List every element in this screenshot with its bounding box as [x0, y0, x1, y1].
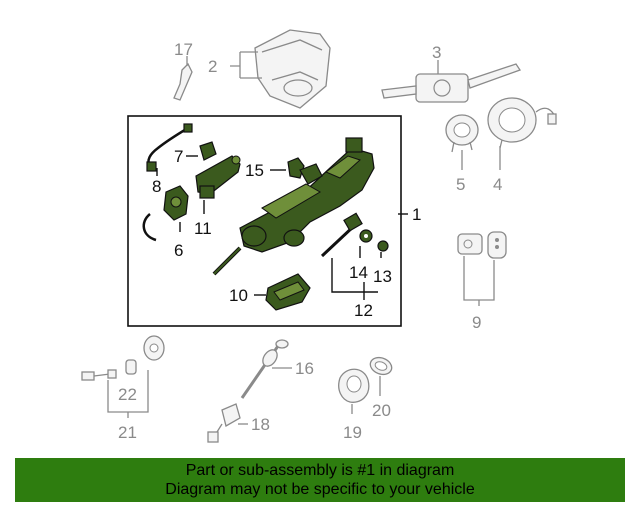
callout-3: 3 [432, 43, 441, 62]
part-20-ring[interactable] [368, 355, 394, 378]
part-6-lock-housing[interactable] [142, 185, 189, 242]
callout-10: 10 [229, 286, 248, 305]
part-12-shaft[interactable] [320, 212, 363, 258]
part-9-key-set[interactable] [457, 231, 507, 259]
callout-18: 18 [251, 415, 270, 434]
callout-2: 2 [208, 57, 217, 76]
part-8-harness[interactable] [146, 123, 193, 172]
callout-7: 7 [174, 147, 183, 166]
callout-8: 8 [152, 177, 161, 196]
callout-11: 11 [194, 219, 212, 238]
callout-17: 17 [174, 40, 193, 59]
callout-12: 12 [354, 301, 373, 320]
part-21-lock-cylinder[interactable] [143, 335, 165, 361]
part-1-steering-column[interactable] [212, 137, 375, 276]
callout-16: 16 [295, 359, 314, 378]
part-4-spiral-cable[interactable] [487, 97, 557, 149]
part-5-clock-spring[interactable] [445, 114, 479, 153]
parts-diagram: 17 2 3 5 4 8 [81, 29, 557, 443]
part-22-connector[interactable] [81, 359, 137, 381]
part-11-switch[interactable] [195, 155, 241, 199]
footer-banner: Part or sub-assembly is #1 in diagram Di… [15, 458, 625, 502]
callout-13: 13 [373, 267, 392, 286]
callout-21: 21 [118, 423, 137, 442]
part-14-bolt[interactable] [359, 229, 373, 243]
callout-22: 22 [118, 385, 137, 404]
footer-line-2: Diagram may not be specific to your vehi… [165, 481, 475, 498]
callout-1: 1 [412, 205, 421, 224]
part-3-combination-switch[interactable] [381, 63, 522, 103]
callout-9: 9 [472, 313, 481, 332]
part-7-sensor[interactable] [199, 141, 217, 161]
callout-20: 20 [372, 401, 391, 420]
part-17-bracket[interactable] [173, 62, 193, 101]
part-10-module[interactable] [265, 273, 311, 311]
callout-14: 14 [349, 263, 368, 282]
callout-4: 4 [493, 175, 502, 194]
part-19-boot[interactable] [338, 368, 370, 403]
callout-19: 19 [343, 423, 362, 442]
footer-line-1: Part or sub-assembly is #1 in diagram [185, 462, 455, 479]
part-18-u-joint[interactable] [207, 403, 241, 443]
callout-6: 6 [174, 241, 183, 260]
part-16-intermediate-shaft[interactable] [240, 339, 289, 399]
part-2-column-cover[interactable] [254, 29, 331, 109]
callout-5: 5 [456, 175, 465, 194]
part-13-nut[interactable] [377, 240, 389, 252]
callout-15: 15 [245, 161, 264, 180]
